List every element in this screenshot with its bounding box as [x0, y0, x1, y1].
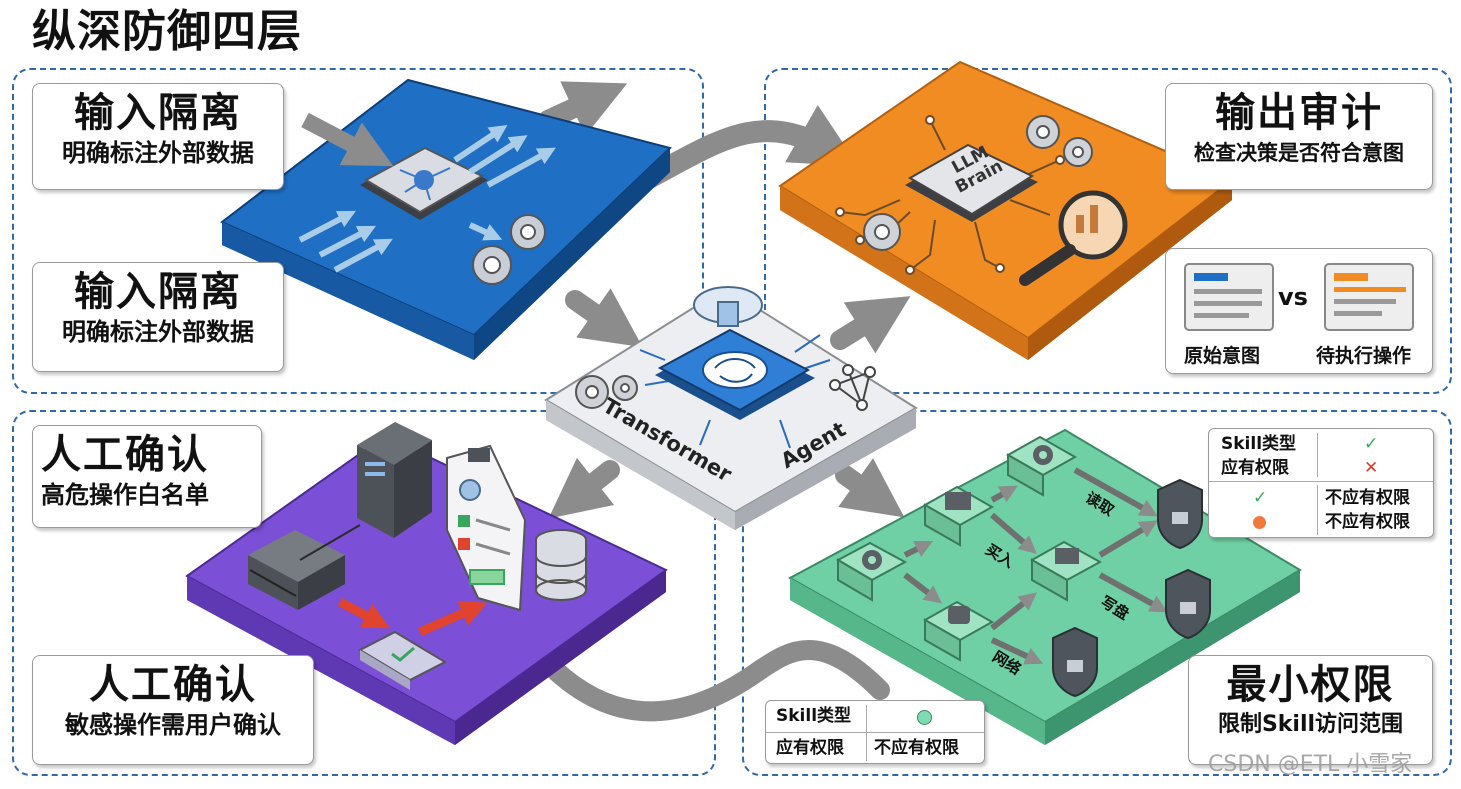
input-layer-icons	[298, 112, 556, 285]
mail-icon	[945, 492, 971, 510]
human-label-top-title: 人工确认	[41, 432, 209, 478]
intent-compare-box: vs 原始意图 待执行操作	[1165, 248, 1433, 374]
frame-human-layer	[12, 410, 716, 776]
llm-brain-chip-icon	[905, 143, 1038, 222]
frame-least-layer	[742, 410, 1452, 776]
human-label-top: 人工确认 高危操作白名单	[32, 425, 262, 528]
frame-output-layer	[764, 68, 1452, 394]
table-top-r2c1: 应有权限	[1221, 458, 1289, 478]
least-label-title: 最小权限	[1226, 662, 1395, 708]
folder-icon	[1055, 548, 1079, 564]
gear-icon	[862, 445, 1053, 570]
arrow-center-to-output	[830, 296, 911, 354]
brain-chip-icon	[655, 328, 815, 420]
arrow-input-to-output	[634, 104, 859, 191]
output-label: 输出审计 检查决策是否符合意图	[1165, 83, 1433, 190]
clipboard-icon	[446, 444, 527, 612]
input-label-top-title: 输入隔离	[74, 90, 242, 136]
frame-input-layer	[12, 68, 704, 394]
table-top-r2c2: ✕	[1364, 458, 1379, 478]
gear-icon	[575, 375, 638, 409]
permission-table-top: Skill类型 ✓ 应有权限 ✕ ✓ 不应有权限 不应有权限	[1208, 428, 1434, 538]
least-layer-icons	[835, 435, 1211, 698]
human-label-top-subtitle: 高危操作白名单	[41, 481, 209, 509]
page-title: 纵深防御四层	[32, 6, 302, 57]
confirm-button-icon	[357, 630, 448, 690]
table-top-r1c2: ✓	[1364, 434, 1379, 454]
compare-right-caption: 待执行操作	[1316, 345, 1412, 367]
least-label: 最小权限 限制Skill访问范围	[1188, 655, 1433, 765]
human-layer-slab	[185, 434, 668, 745]
compare-vs: vs	[1278, 283, 1308, 311]
input-label-top: 输入隔离 明确标注外部数据	[32, 83, 284, 190]
table-top-r1c1: Skill类型	[1221, 434, 1297, 454]
connector-arrows	[538, 81, 911, 722]
center-agent-icons	[575, 286, 876, 449]
table-bottom-h1: Skill类型	[776, 706, 852, 726]
network-graph-icon	[829, 364, 876, 411]
table-top-r3c1: ✓	[1253, 488, 1268, 508]
table-top-r4-dot	[1253, 516, 1266, 529]
input-label-bottom-title: 输入隔离	[74, 269, 242, 315]
input-label-bottom-subtitle: 明确标注外部数据	[62, 318, 254, 346]
table-bottom-r1c2: 不应有权限	[874, 738, 959, 758]
table-bottom-h2-dot	[917, 710, 932, 725]
permission-table-bottom: Skill类型 应有权限 不应有权限	[765, 700, 985, 764]
human-label-bottom-subtitle: 敏感操作需用户确认	[65, 711, 281, 739]
arrow-center-to-human	[548, 457, 620, 519]
arrow-human-to-least	[545, 640, 890, 722]
input-label-top-subtitle: 明确标注外部数据	[62, 139, 254, 167]
robot-icon	[948, 606, 970, 624]
human-layer-icons	[248, 422, 587, 690]
input-label-bottom: 输入隔离 明确标注外部数据	[32, 262, 284, 372]
pending-action-doc-icon	[1324, 263, 1414, 331]
human-label-bottom: 人工确认 敏感操作需用户确认	[32, 655, 314, 765]
table-top-r4c2: 不应有权限	[1325, 512, 1410, 532]
arrow-input-out	[538, 81, 628, 136]
magnifier-icon	[1019, 190, 1128, 286]
gear-icon	[472, 214, 546, 285]
output-layer-icons	[835, 115, 1128, 286]
cloud-database-icon	[693, 286, 763, 327]
server-tower-icon	[357, 422, 432, 538]
output-label-title: 输出审计	[1215, 90, 1383, 136]
human-label-bottom-title: 人工确认	[89, 662, 257, 708]
input-chip-icon	[360, 146, 488, 220]
least-label-subtitle: 限制Skill访问范围	[1217, 712, 1404, 737]
arrow-center-to-least	[835, 458, 905, 518]
original-intent-doc-icon	[1184, 263, 1274, 331]
compare-left-caption: 原始意图	[1184, 345, 1261, 367]
output-label-subtitle: 检查决策是否符合意图	[1194, 141, 1404, 165]
watermark: CSDN @ETL 小雪家	[1208, 752, 1413, 777]
arrow-input-to-center	[565, 288, 643, 348]
table-top-r3c2: 不应有权限	[1325, 488, 1410, 508]
database-icon	[535, 529, 587, 601]
gear-icon	[863, 115, 1093, 251]
table-bottom-r1c1: 应有权限	[776, 738, 844, 758]
rack-server-icon	[248, 530, 345, 610]
